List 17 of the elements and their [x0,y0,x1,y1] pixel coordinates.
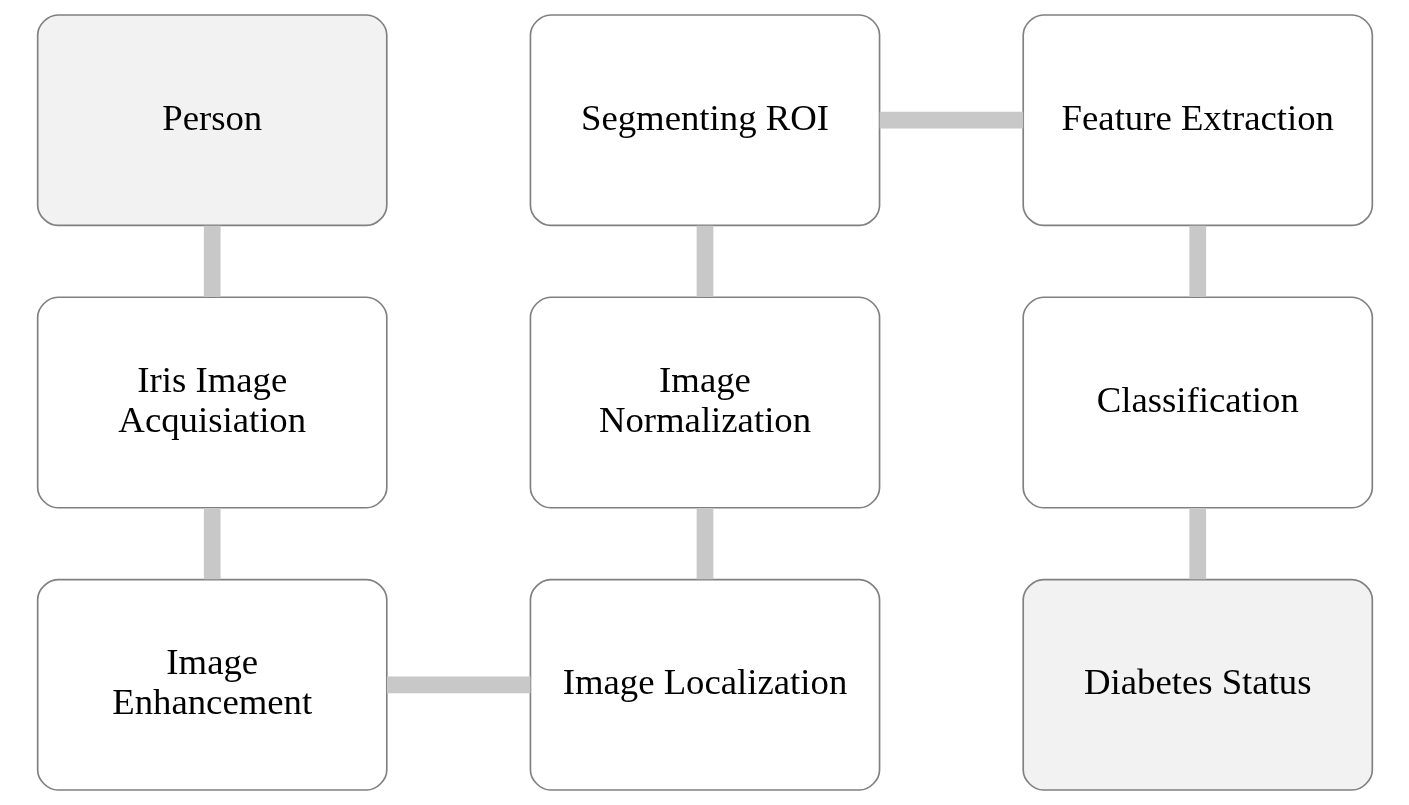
node-box: Iris Image Acquisiation [36,296,388,509]
connector [696,225,713,297]
connector [203,225,221,297]
node-box: Person [36,14,388,227]
connector [879,111,1023,129]
node-box: Image Enhancement [36,578,388,791]
node-box: Feature Extraction [1021,14,1373,227]
node-box: Diabetes Status [1021,578,1373,791]
connector [203,508,221,580]
node-box: Image Normalization [529,296,880,509]
node-box: Image Localization [529,578,880,791]
node-box: Classification [1021,296,1373,509]
connector [1188,508,1206,580]
connector [1188,225,1206,297]
node-box: Segmenting ROI [529,14,880,227]
connector [386,676,530,694]
connector [696,508,713,580]
